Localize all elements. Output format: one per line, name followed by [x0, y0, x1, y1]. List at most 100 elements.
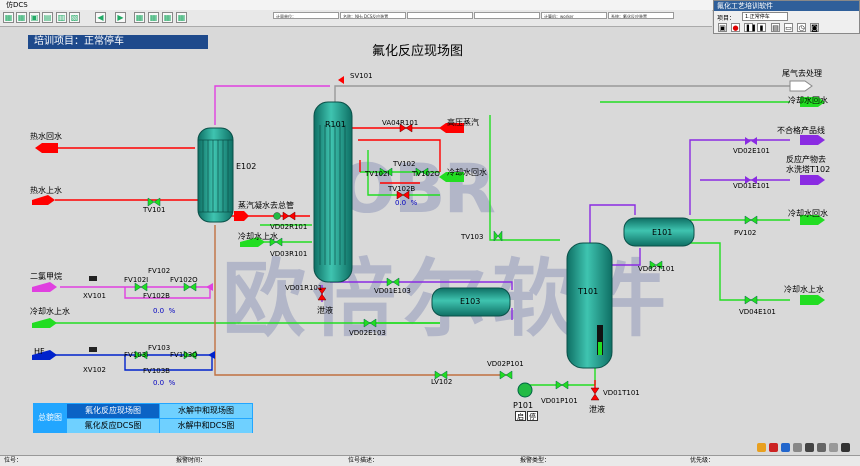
nav-hydrolysis-dcs[interactable]: 水解中和DCS图 [160, 419, 252, 433]
tray-icon-6[interactable] [817, 443, 826, 452]
toolbar-button-11[interactable]: ▦ [162, 12, 173, 23]
label-drain-1: 泄液 [317, 306, 333, 315]
label-tv102o: TV102O [412, 170, 440, 178]
label-fv102i: FV102I [124, 276, 149, 284]
toolbar-button-9[interactable]: ▦ [134, 12, 145, 23]
status-type: 报警类型： [520, 457, 551, 464]
clock-icon[interactable]: ◷ [797, 23, 806, 32]
toolbar-button-12[interactable]: ▦ [176, 12, 187, 23]
label-fv103b: FV103B [143, 367, 170, 375]
label-fv103o: FV103O [170, 351, 198, 359]
panel-button-1[interactable]: ▣ [718, 23, 727, 32]
label-e102: E102 [236, 162, 257, 171]
status-time: 报警时间： [176, 457, 207, 464]
label-tv102b: TV102B [388, 185, 416, 193]
status-priority: 优先级： [690, 457, 715, 464]
toolbar-field-system: 系统：氟化反应装置 [608, 12, 674, 19]
record-icon[interactable]: ● [731, 23, 740, 32]
toolbar-button-3[interactable]: ▣ [29, 12, 40, 23]
pause-icon[interactable]: ❚❚ [744, 23, 757, 32]
pump-stop-button[interactable]: 停 [527, 411, 538, 421]
label-cool-ret-mid: 冷却水回水 [447, 168, 487, 177]
label-vd01e101: VD01E101 [733, 182, 770, 190]
monitor-icon[interactable]: ▭ [784, 23, 793, 32]
label-fv102o: FV102O [170, 276, 198, 284]
nav-fluorination-field[interactable]: 氟化反应现场图 [67, 404, 159, 418]
project-header: 培训项目：正常停车 [28, 35, 208, 49]
project-select[interactable]: 1.正常停车 [742, 12, 788, 21]
label-vd01r101: VD01R101 [285, 284, 323, 292]
status-seq: 位号： [4, 457, 23, 464]
label-p101: P101 [513, 401, 534, 410]
label-t101: T101 [578, 287, 599, 296]
toolbar-button-6[interactable]: ▧ [69, 12, 80, 23]
pump-start-button[interactable]: 启 [515, 411, 526, 421]
label-cool-ret-top: 冷却水回水 [788, 96, 828, 105]
label-vd03r101: VD03R101 [270, 250, 308, 258]
label-e103: E103 [460, 297, 481, 306]
toolbar-back-icon[interactable]: ◀ [95, 12, 106, 23]
tray-icon-8[interactable] [841, 443, 850, 452]
label-drain-2: 泄液 [589, 405, 605, 414]
label-vd02e101: VD02E101 [733, 147, 770, 155]
toolbar-button-2[interactable]: ▦ [16, 12, 27, 23]
label-sv101: SV101 [350, 72, 373, 80]
label-cool-sup-left: 冷却水上水 [238, 232, 278, 241]
nav-hydrolysis-field[interactable]: 水解中和现场图 [160, 404, 252, 418]
toolbar-field-units: 计量单位： [273, 12, 339, 19]
toolbar-button-1[interactable]: ▦ [3, 12, 14, 23]
nav-fluorination-dcs[interactable]: 氟化反应DCS图 [67, 419, 159, 433]
status-desc: 位号描述： [348, 457, 379, 464]
nav-caption: 总貌图 [38, 413, 62, 422]
tray-icon-5[interactable] [805, 443, 814, 452]
page-title: 氟化反应现场图 [372, 44, 464, 59]
label-vd01e103: VD01E103 [374, 287, 411, 295]
label-vd01p101: VD01P101 [541, 397, 578, 405]
stop-icon[interactable]: ▮ [757, 23, 766, 32]
panel-button-5[interactable]: ▤ [771, 23, 780, 32]
tray-icon-3[interactable] [781, 443, 790, 452]
label-vd01t101: VD01T101 [603, 389, 640, 397]
label-pv102: PV102 [734, 229, 757, 237]
label-xv102: XV102 [83, 366, 106, 374]
tray-icon-2[interactable] [769, 443, 778, 452]
tray-icon-1[interactable] [757, 443, 766, 452]
fv103b-readout: 0.0 % [153, 379, 176, 387]
toolbar-forward-icon[interactable]: ▶ [115, 12, 126, 23]
toolbar-field-computer: 计算机：worker [541, 12, 607, 19]
label-vd02p101: VD02P101 [487, 360, 524, 368]
label-hf: HF [34, 347, 45, 356]
label-vd02t101: VD02T101 [638, 265, 675, 273]
label-cool-sup-e101: 冷却水上水 [784, 285, 824, 294]
panel-project-label: 项目： [717, 15, 736, 22]
label-product-wash-1: 反应产物去 [786, 155, 826, 164]
label-lv102: LV102 [431, 378, 453, 386]
tray-icon-4[interactable] [793, 443, 802, 452]
label-unqualified-line: 不合格产品线 [777, 126, 825, 135]
fv102b-readout: 0.0 % [153, 307, 176, 315]
camera-icon[interactable]: ◙ [810, 23, 819, 32]
label-hp-steam: 高压蒸汽 [447, 118, 479, 127]
label-tv103: TV103 [461, 233, 484, 241]
overview-nav: 总貌图 氟化反应现场图 水解中和现场图 氟化反应DCS图 水解中和DCS图 [33, 403, 253, 433]
label-hot-return: 热水回水 [30, 132, 62, 141]
tray-icon-7[interactable] [829, 443, 838, 452]
toolbar-button-4[interactable]: ▤ [42, 12, 53, 23]
label-vd04e101: VD04E101 [739, 308, 776, 316]
label-tv102: TV102 [393, 160, 416, 168]
label-tv101: TV101 [143, 206, 166, 214]
label-fv102b: FV102B [143, 292, 170, 300]
toolbar-button-5[interactable]: ▥ [56, 12, 67, 23]
toolbar-button-10[interactable]: ▦ [148, 12, 159, 23]
label-tail-gas: 尾气去处理 [782, 69, 822, 78]
training-control-panel: 氟化工艺培训软件 项目： 1.正常停车 ▣ ● ❚❚ ▮ ▤ ▭ ◷ ◙ [713, 0, 860, 34]
label-va04r101: VA04R101 [382, 119, 419, 127]
label-xv101: XV101 [83, 292, 106, 300]
label-fv102: FV102 [148, 267, 171, 275]
label-fv103: FV103 [148, 344, 171, 352]
main-toolbar: ▦ ▦ ▣ ▤ ▥ ▧ ◀ ▶ ▦ ▦ ▦ ▦ 计量单位： 名称：NH₃ DCS… [0, 10, 712, 27]
toolbar-field-name: 名称：NH₃ DCS反应装置 [340, 12, 406, 19]
toolbar-field-blank1 [407, 12, 473, 19]
label-cool-ret-e101: 冷却水回水 [788, 209, 828, 218]
